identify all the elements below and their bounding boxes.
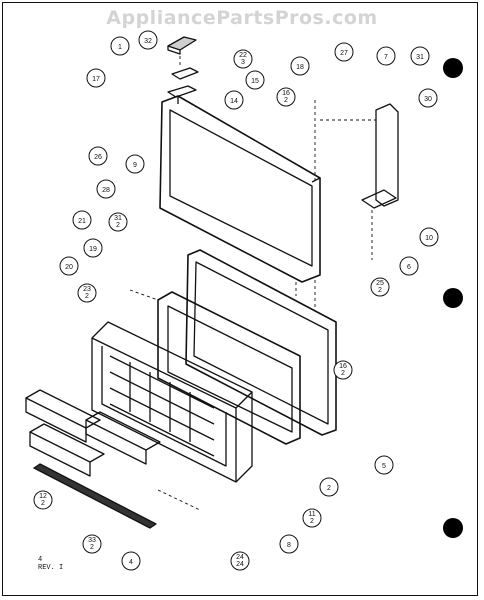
svg-text:2: 2 <box>116 222 120 229</box>
svg-text:18: 18 <box>296 64 304 71</box>
revision-label: REV. I <box>38 564 64 572</box>
watermark-text: AppliancePartsPros.com <box>106 7 378 29</box>
svg-text:32: 32 <box>144 38 152 45</box>
svg-text:7: 7 <box>384 54 388 61</box>
svg-text:14: 14 <box>230 98 238 105</box>
svg-text:25: 25 <box>376 280 384 287</box>
callout-c20: 20 <box>59 256 79 276</box>
svg-text:27: 27 <box>340 50 348 57</box>
svg-text:10: 10 <box>425 235 433 242</box>
callout-c12: 122 <box>33 490 53 510</box>
callout-c4: 4 <box>121 551 141 571</box>
side-bracket-parts <box>361 103 399 209</box>
svg-text:12: 12 <box>39 493 47 500</box>
callout-c28: 28 <box>96 179 116 199</box>
front-frame <box>159 95 321 283</box>
svg-text:20: 20 <box>65 264 73 271</box>
callout-c33: 332 <box>82 534 102 554</box>
callout-c22: 223 <box>233 49 253 69</box>
gasket <box>157 291 301 445</box>
svg-text:24: 24 <box>236 554 244 561</box>
svg-text:6: 6 <box>407 264 411 271</box>
svg-text:2: 2 <box>41 500 45 507</box>
callout-c30: 30 <box>418 88 438 108</box>
leader-lines <box>129 50 376 511</box>
rail-part <box>33 463 157 529</box>
svg-text:2: 2 <box>341 370 345 377</box>
callout-c18: 18 <box>290 56 310 76</box>
svg-text:24: 24 <box>236 561 244 568</box>
callout-c31b: 312 <box>108 212 128 232</box>
svg-text:2: 2 <box>378 287 382 294</box>
callout-c8: 8 <box>279 534 299 554</box>
callout-c14: 14 <box>224 90 244 110</box>
svg-text:2: 2 <box>284 97 288 104</box>
callout-c19: 19 <box>83 238 103 258</box>
svg-text:2: 2 <box>327 485 331 492</box>
bracket-parts <box>167 67 199 98</box>
svg-text:16: 16 <box>282 90 290 97</box>
svg-text:31: 31 <box>114 215 122 222</box>
callout-layer: 32 1 223 15 14 17 18 162 27 7 31 30 26 9… <box>33 30 439 571</box>
frame-rim <box>185 249 337 436</box>
svg-text:28: 28 <box>102 187 110 194</box>
svg-text:8: 8 <box>287 542 291 549</box>
louver-parts <box>25 389 161 477</box>
svg-text:30: 30 <box>424 96 432 103</box>
binder-hole-middle <box>443 288 463 308</box>
binder-hole-bottom <box>443 518 463 538</box>
svg-text:2: 2 <box>310 518 314 525</box>
svg-text:4: 4 <box>129 559 133 566</box>
svg-text:22: 22 <box>239 52 247 59</box>
clip-part <box>167 36 197 55</box>
revision-note: 4 REV. I <box>38 556 63 572</box>
callout-c5: 5 <box>374 455 394 475</box>
callout-c16a: 162 <box>276 87 296 107</box>
callout-c31: 31 <box>410 46 430 66</box>
callout-c7: 7 <box>376 46 396 66</box>
callout-c6: 6 <box>399 256 419 276</box>
svg-text:16: 16 <box>339 363 347 370</box>
diagram-border <box>2 2 478 596</box>
svg-text:31: 31 <box>416 54 424 61</box>
svg-text:21: 21 <box>78 218 86 225</box>
callout-c2: 2 <box>319 477 339 497</box>
callout-c23: 232 <box>77 283 97 303</box>
callout-c21: 21 <box>72 210 92 230</box>
cabinet-sleeve <box>91 321 253 483</box>
callout-c9: 9 <box>125 154 145 174</box>
svg-text:9: 9 <box>133 162 137 169</box>
callout-c25: 252 <box>370 277 390 297</box>
callout-c16b: 162 <box>333 360 353 380</box>
svg-text:33: 33 <box>88 537 96 544</box>
svg-text:5: 5 <box>382 463 386 470</box>
svg-text:2: 2 <box>85 293 89 300</box>
binder-hole-top <box>443 58 463 78</box>
svg-text:3: 3 <box>241 59 245 66</box>
revision-number: 4 <box>38 556 43 564</box>
svg-text:2: 2 <box>90 544 94 551</box>
callout-c11: 112 <box>302 508 322 528</box>
callout-c1: 1 <box>110 36 130 56</box>
callout-c32: 32 <box>138 30 158 50</box>
callout-c10: 10 <box>419 227 439 247</box>
svg-text:1: 1 <box>118 44 122 51</box>
callout-c15: 15 <box>245 70 265 90</box>
svg-text:17: 17 <box>92 76 100 83</box>
svg-text:26: 26 <box>94 154 102 161</box>
callout-c27: 27 <box>334 42 354 62</box>
svg-text:19: 19 <box>89 246 97 253</box>
svg-text:15: 15 <box>251 78 259 85</box>
svg-text:11: 11 <box>308 511 315 518</box>
callout-c17: 17 <box>86 68 106 88</box>
svg-text:23: 23 <box>83 286 91 293</box>
callout-c26: 26 <box>88 146 108 166</box>
